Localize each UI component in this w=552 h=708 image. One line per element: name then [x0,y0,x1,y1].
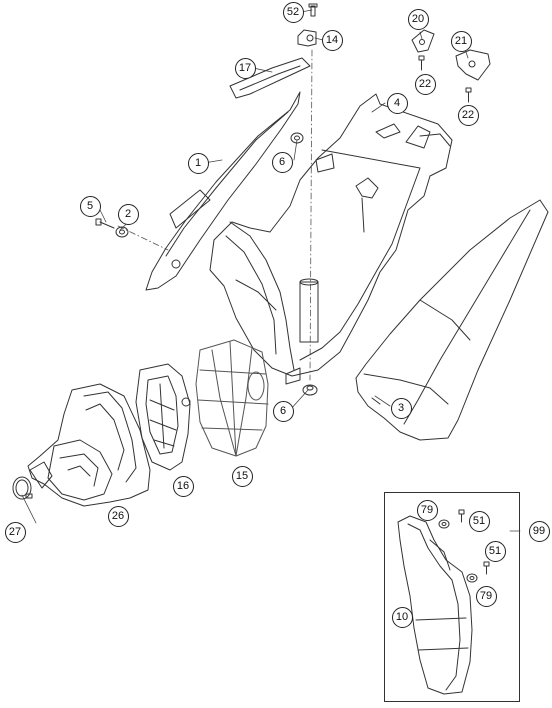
callout-51b: 51 [484,540,506,562]
kit-99-frame [384,492,520,702]
callout-2: 2 [117,203,139,225]
callout-6b: 6 [272,400,294,422]
callout-51a: 51 [468,510,490,532]
hose-clamp-27 [12,476,33,500]
grommet-6b [302,384,318,396]
bolt-52 [308,3,318,17]
grommet-79a [438,519,450,529]
shroud-10 [397,515,473,695]
clamp-14 [297,29,317,47]
callout-21: 21 [450,30,472,52]
screw-51b [483,561,490,575]
callout-6a: 6 [271,151,293,173]
strap-17 [229,57,311,99]
callout-99: 99 [528,520,550,542]
callout-27: 27 [4,521,26,543]
side-cover-3 [355,199,549,441]
callout-10: 10 [391,606,413,628]
screw-51a [458,509,465,523]
callout-15: 15 [231,465,253,487]
number-plate-1 [145,91,301,291]
callout-17: 17 [234,57,256,79]
callout-22b: 22 [457,104,479,126]
callout-79a: 79 [416,499,438,521]
callout-1: 1 [187,152,209,174]
mount-21 [455,49,491,81]
callout-3: 3 [390,397,412,419]
screw-22b [465,87,472,103]
intake-boot-26 [27,383,151,507]
callout-4: 4 [386,92,408,114]
bolt-5 [95,218,115,229]
filter-element-16 [135,363,191,471]
callout-16: 16 [172,475,194,497]
bushing-2 [115,226,129,238]
callout-14: 14 [321,29,343,51]
grommet-79b [466,573,478,583]
callout-26: 26 [107,505,129,527]
callout-20: 20 [407,8,429,30]
screw-22a [418,55,425,71]
axis-lines [117,49,313,381]
clip-20 [411,29,435,53]
airbox-4 [209,93,453,385]
callout-22a: 22 [414,73,436,95]
callout-52: 52 [282,1,304,23]
callout-5: 5 [79,195,101,217]
grommet-6a [290,132,304,144]
callout-79b: 79 [475,585,497,607]
filter-cage-15 [195,339,269,457]
